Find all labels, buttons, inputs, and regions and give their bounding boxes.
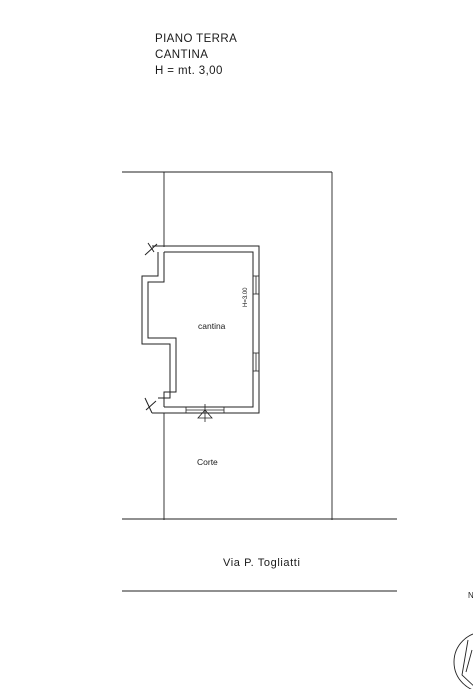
window-lower — [252, 352, 260, 372]
floor-title: PIANO TERRA — [155, 33, 238, 45]
north-letter: N — [468, 591, 473, 600]
height-note: H = mt. 3,00 — [155, 65, 223, 77]
lot-boundary — [122, 171, 397, 520]
room-label: cantina — [198, 321, 226, 331]
yard-label: Corte — [197, 457, 218, 467]
cantina-walls — [141, 242, 260, 414]
entrance-door — [185, 404, 225, 422]
room-type-title: CANTINA — [155, 49, 209, 61]
north-arrow: N — [453, 591, 473, 689]
room-height-tag: H=3.00 — [243, 287, 249, 307]
window-upper — [252, 275, 260, 295]
street-label: Via P. Togliatti — [223, 557, 301, 569]
plan-header: PIANO TERRA CANTINA H = mt. 3,00 — [155, 31, 237, 79]
